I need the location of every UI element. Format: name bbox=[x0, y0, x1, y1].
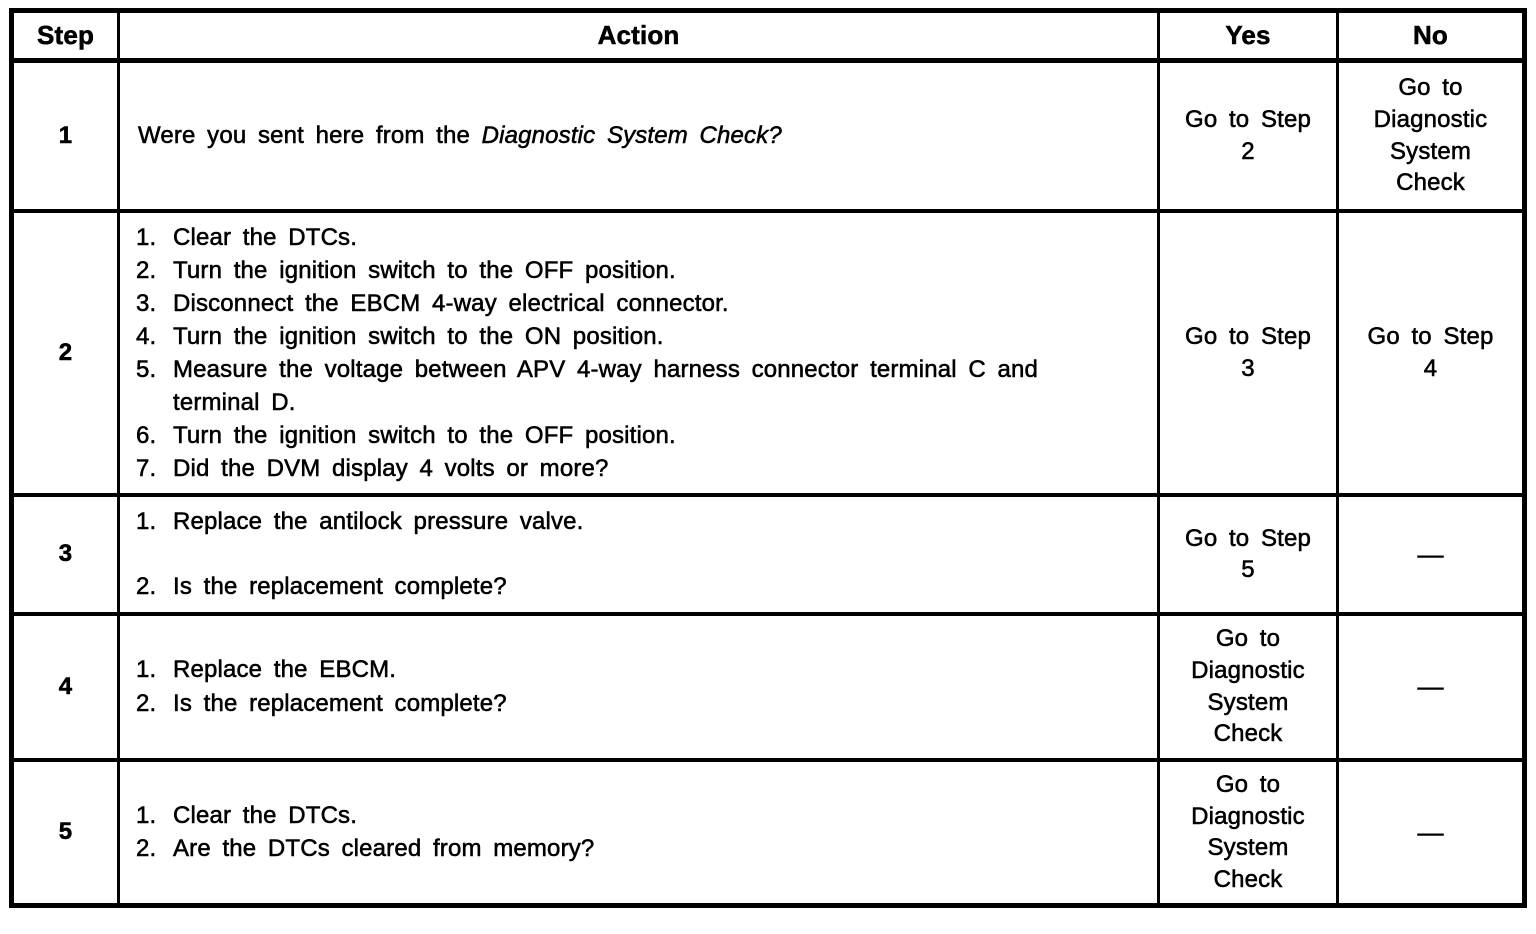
yes-cell: Go to Diagnostic System Check bbox=[1157, 611, 1339, 762]
col-header-action: Action bbox=[117, 9, 1160, 63]
list-item-text: Turn the ignition switch to the ON posit… bbox=[173, 322, 664, 351]
list-item-number: 5. bbox=[136, 355, 157, 384]
list-item-number: 1. bbox=[136, 656, 157, 684]
action-list-item: 3. Disconnect the EBCM 4-way electrical c… bbox=[136, 287, 1129, 320]
action-list-item: 5. Measure the voltage between APV 4-way … bbox=[136, 353, 1129, 419]
table-row-step-3: 3 1. Replace the antilock pressure valve.… bbox=[10, 493, 1526, 616]
yes-cell-text: Go to Step 5 bbox=[1185, 524, 1311, 584]
yes-cell: Go to Step 3 bbox=[1157, 208, 1339, 497]
list-item-text: Is the replacement complete? bbox=[173, 689, 507, 717]
step-number-cell: 1 bbox=[10, 58, 120, 212]
action-cell: 1. Clear the DTCs. 2. Are the DTCs cleared… bbox=[117, 757, 1160, 908]
list-item-number: 3. bbox=[136, 289, 157, 317]
no-cell: — bbox=[1336, 611, 1526, 762]
list-item-number: 6. bbox=[136, 422, 157, 450]
action-list-item: 2. Is the replacement complete? bbox=[136, 687, 1129, 720]
list-item-number: 2. bbox=[136, 573, 157, 601]
action-list: 1. Clear the DTCs. 2. Turn the ignition sw… bbox=[136, 221, 1129, 486]
action-list-item: 2. Is the replacement complete? bbox=[136, 570, 1129, 603]
list-item-text: Did the DVM display 4 volts or more? bbox=[173, 455, 609, 483]
yes-cell-text: Go to Step 2 bbox=[1185, 106, 1311, 165]
no-cell-text: Go to Step 4 bbox=[1367, 323, 1494, 382]
no-cell: Go to Step 4 bbox=[1336, 208, 1526, 497]
action-list: 1. Replace the antilock pressure valve. 2… bbox=[136, 505, 1129, 603]
no-cell: Go to Diagnostic System Check bbox=[1336, 58, 1526, 212]
list-item-text: Clear the DTCs. bbox=[173, 223, 358, 251]
no-cell-dash: — bbox=[1417, 671, 1444, 702]
list-item-number: 2. bbox=[136, 256, 157, 284]
yes-cell: Go to Step 2 bbox=[1157, 58, 1339, 212]
action-list-item: 2. Turn the ignition switch to the OFF po… bbox=[136, 254, 1129, 287]
list-item-number: 7. bbox=[136, 455, 157, 483]
list-item-text: Replace the EBCM. bbox=[173, 656, 397, 684]
action-question: Were you sent here from the Diagnostic S… bbox=[136, 119, 1129, 152]
table-row-step-5: 5 1. Clear the DTCs. 2. Are the DTCs clear… bbox=[10, 757, 1526, 908]
yes-cell-text: Go to Diagnostic System Check bbox=[1191, 771, 1305, 894]
step-number-cell: 4 bbox=[10, 611, 120, 762]
action-list: 1. Replace the EBCM. 2. Is the replacement… bbox=[136, 653, 1129, 719]
list-item-number: 1. bbox=[136, 508, 157, 536]
question-suffix: ? bbox=[768, 122, 782, 150]
action-list-item: 2. Are the DTCs cleared from memory? bbox=[136, 832, 1129, 865]
list-item-text: Disconnect the EBCM 4-way electrical con… bbox=[173, 289, 729, 317]
step-number-cell: 5 bbox=[10, 757, 120, 908]
list-item-number: 1. bbox=[136, 802, 157, 830]
header-row: Step Action Yes No bbox=[10, 9, 1526, 63]
list-item-text: Clear the DTCs. bbox=[173, 802, 358, 830]
col-header-yes: Yes bbox=[1157, 9, 1339, 63]
action-list-item: 1. Replace the antilock pressure valve. bbox=[136, 505, 1129, 538]
no-cell: — bbox=[1336, 757, 1526, 908]
col-header-step: Step bbox=[10, 9, 120, 63]
table-row-step-4: 4 1. Replace the EBCM. 2. Is the replaceme… bbox=[10, 611, 1526, 762]
step-number-cell: 3 bbox=[10, 493, 120, 616]
action-list-item: 1. Replace the EBCM. bbox=[136, 653, 1129, 686]
list-item-number: 2. bbox=[136, 689, 157, 717]
no-cell-dash: — bbox=[1417, 539, 1444, 570]
action-list-item: 7. Did the DVM display 4 volts or more? bbox=[136, 452, 1129, 485]
no-cell-dash: — bbox=[1417, 817, 1444, 848]
action-list-item: 1. Clear the DTCs. bbox=[136, 221, 1129, 254]
list-item-number: 1. bbox=[136, 223, 157, 251]
no-cell: — bbox=[1336, 493, 1526, 616]
action-cell: 1. Replace the antilock pressure valve. 2… bbox=[117, 493, 1160, 616]
yes-cell: Go to Diagnostic System Check bbox=[1157, 757, 1339, 908]
action-list: 1. Clear the DTCs. 2. Are the DTCs cleared… bbox=[136, 799, 1129, 865]
table-row-step-2: 2 1. Clear the DTCs. 2. Turn the ignition … bbox=[10, 208, 1526, 497]
diagnostic-step-table: Step Action Yes No 1 Were you sent here … bbox=[9, 8, 1527, 909]
question-text: Were you sent here from the bbox=[138, 122, 482, 150]
yes-cell: Go to Step 5 bbox=[1157, 493, 1339, 616]
question-italic-title: Diagnostic System Check bbox=[481, 122, 769, 150]
list-item-number: 2. bbox=[136, 835, 157, 863]
action-cell: 1. Replace the EBCM. 2. Is the replacement… bbox=[117, 611, 1160, 762]
list-item-text: Turn the ignition switch to the OFF posi… bbox=[173, 422, 676, 450]
table-row-step-1: 1 Were you sent here from the Diagnostic… bbox=[10, 58, 1526, 212]
list-item-text: Is the replacement complete? bbox=[173, 573, 507, 601]
list-item-text: Replace the antilock pressure valve. bbox=[173, 508, 584, 536]
col-header-no: No bbox=[1336, 9, 1526, 63]
action-cell: 1. Clear the DTCs. 2. Turn the ignition sw… bbox=[117, 208, 1160, 497]
list-item-text: Are the DTCs cleared from memory? bbox=[173, 835, 595, 863]
action-list-item: 1. Clear the DTCs. bbox=[136, 799, 1129, 832]
no-cell-text: Go to Diagnostic System Check bbox=[1373, 74, 1488, 197]
step-number-cell: 2 bbox=[10, 208, 120, 497]
action-list-item: 6. Turn the ignition switch to the OFF po… bbox=[136, 419, 1129, 452]
yes-cell-text: Go to Diagnostic System Check bbox=[1191, 625, 1305, 748]
action-list-item: 4. Turn the ignition switch to the ON pos… bbox=[136, 320, 1129, 353]
list-item-number: 4. bbox=[136, 322, 157, 351]
list-item-text: Measure the voltage between APV 4-way ha… bbox=[173, 355, 1038, 417]
list-item-text: Turn the ignition switch to the OFF posi… bbox=[173, 256, 676, 284]
yes-cell-text: Go to Step 3 bbox=[1185, 323, 1311, 382]
action-cell: Were you sent here from the Diagnostic S… bbox=[117, 58, 1160, 212]
